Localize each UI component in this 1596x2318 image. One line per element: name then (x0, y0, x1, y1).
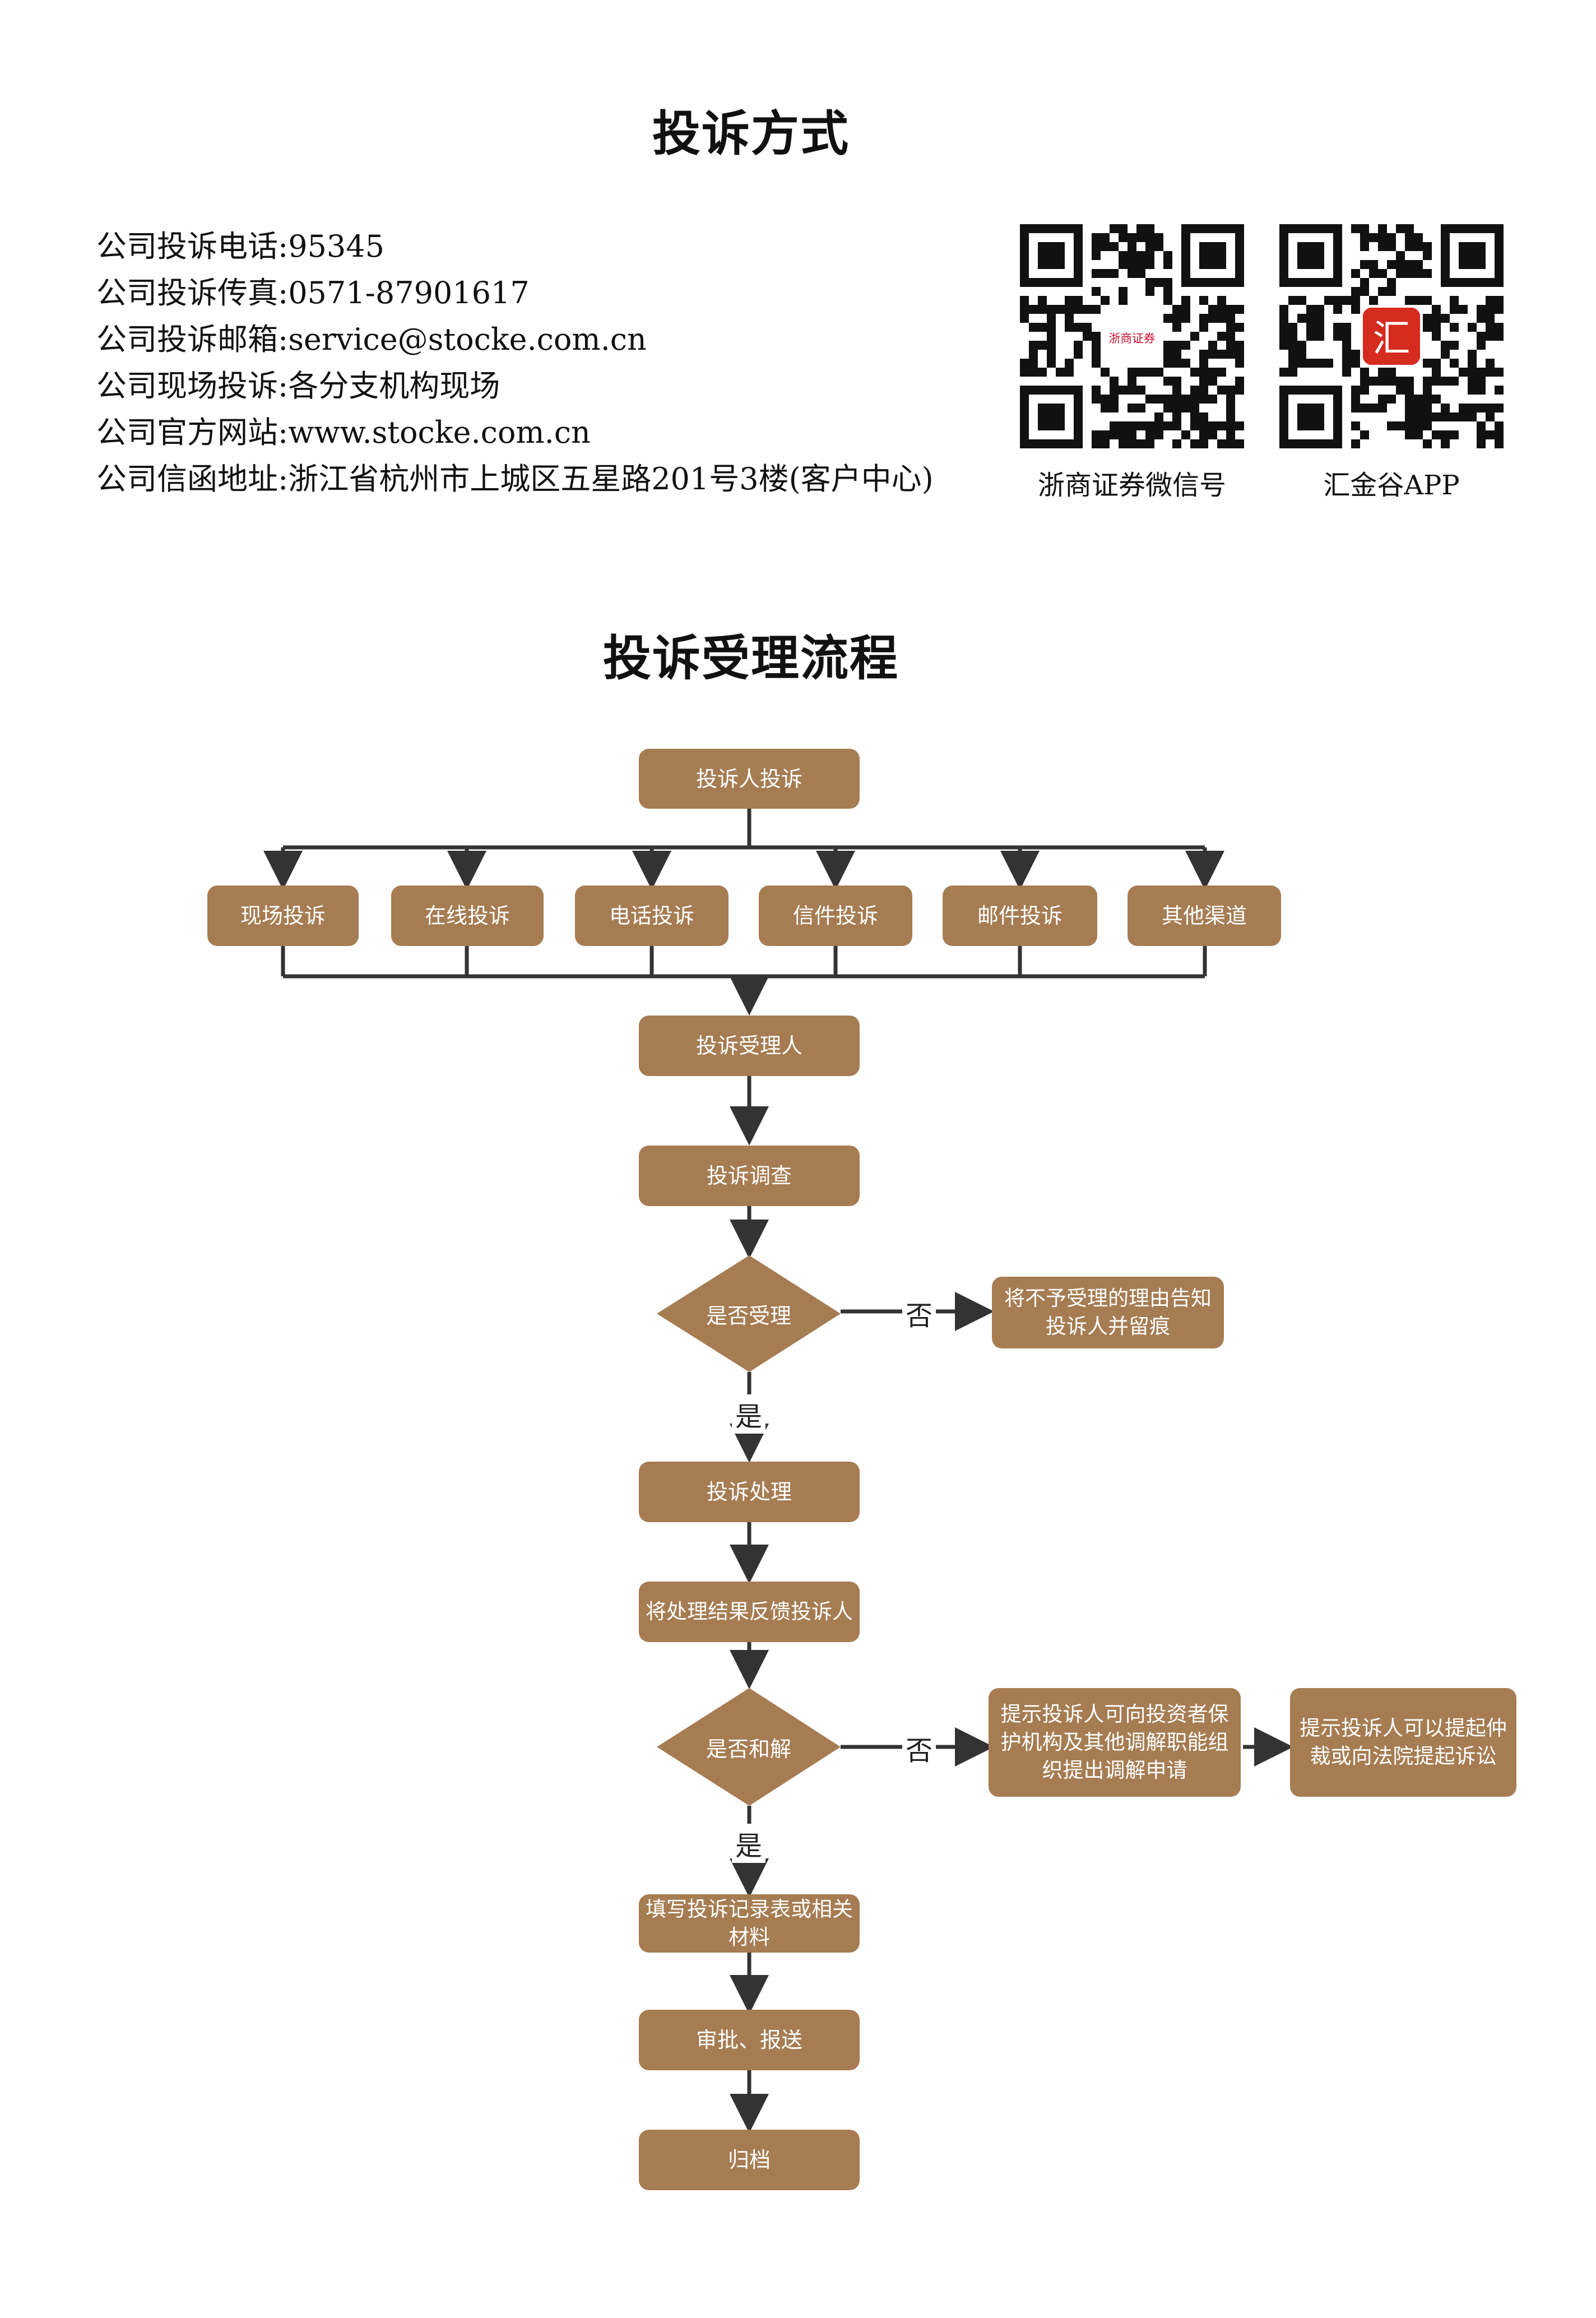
node-handle: 投诉处理 (639, 1462, 860, 1522)
contact-onsite: 公司现场投诉:各分支机构现场 (96, 368, 500, 404)
node-channel-email: 邮件投诉 (943, 886, 1097, 946)
contact-address: 公司信函地址:浙江省杭州市上城区五星路201号3楼(客户中心) (96, 461, 934, 497)
node-channel-letter: 信件投诉 (759, 886, 912, 946)
qr-code-app-image: 汇 (1279, 224, 1504, 448)
node-archive: 归档 (639, 2130, 860, 2190)
logo-huijingu: 汇 (1372, 317, 1410, 360)
node-decision-settle: 是否和解 (706, 1736, 791, 1761)
process-title: 投诉受理流程 (603, 631, 899, 687)
contact-website: 公司官方网站:www.stocke.com.cn (96, 415, 591, 450)
node-feedback: 将处理结果反馈投诉人 (639, 1582, 860, 1642)
qr-app: 汇 汇金谷APP (1279, 224, 1504, 502)
edge-label-reject: 否 (902, 1294, 936, 1333)
node-channel-phone: 电话投诉 (575, 886, 729, 946)
qr-code-wechat-image: 浙商证券 (1020, 224, 1244, 448)
decision-shape-accept (657, 1255, 841, 1372)
node-start: 投诉人投诉 (639, 749, 860, 809)
node-channel-online: 在线投诉 (391, 886, 544, 946)
node-decision-accept: 是否受理 (706, 1303, 791, 1328)
node-channel-other: 其他渠道 (1128, 886, 1281, 946)
qr-wechat-caption: 浙商证券微信号 (1037, 470, 1226, 501)
edge-label-not-settled: 否 (902, 1728, 936, 1768)
contact-fax: 公司投诉传真:0571-87901617 (96, 275, 530, 310)
qr-app-caption: 汇金谷APP (1323, 470, 1460, 501)
node-receiver: 投诉受理人 (639, 1016, 860, 1076)
node-mediation-hint: 提示投诉人可向投资者保护机构及其他调解职能组织提出调解申请 (989, 1688, 1241, 1797)
contact-email: 公司投诉邮箱:service@stocke.com.cn (96, 322, 647, 357)
node-record: 填写投诉记录表或相关材料 (639, 1894, 860, 1953)
node-channel-onsite: 现场投诉 (207, 886, 359, 946)
logo-zheshang: 浙商证券 (1108, 332, 1155, 345)
contact-title: 投诉方式 (652, 106, 850, 162)
node-investigate: 投诉调查 (639, 1146, 860, 1206)
edge-label-accept: 是 (732, 1394, 766, 1434)
decision-shape-settle (657, 1688, 841, 1806)
qr-wechat: 浙商证券 浙商证券微信号 (1020, 224, 1244, 502)
edge-label-settled: 是 (732, 1824, 766, 1863)
contact-phone: 公司投诉电话:95345 (96, 229, 384, 264)
node-approve: 审批、报送 (639, 2010, 860, 2070)
contact-info: 公司投诉电话:95345 公司投诉传真:0571-87901617 公司投诉邮箱… (96, 223, 934, 502)
node-arbitration-hint: 提示投诉人可以提起仲裁或向法院提起诉讼 (1290, 1688, 1516, 1797)
node-reject-notice: 将不予受理的理由告知投诉人并留痕 (992, 1277, 1224, 1348)
